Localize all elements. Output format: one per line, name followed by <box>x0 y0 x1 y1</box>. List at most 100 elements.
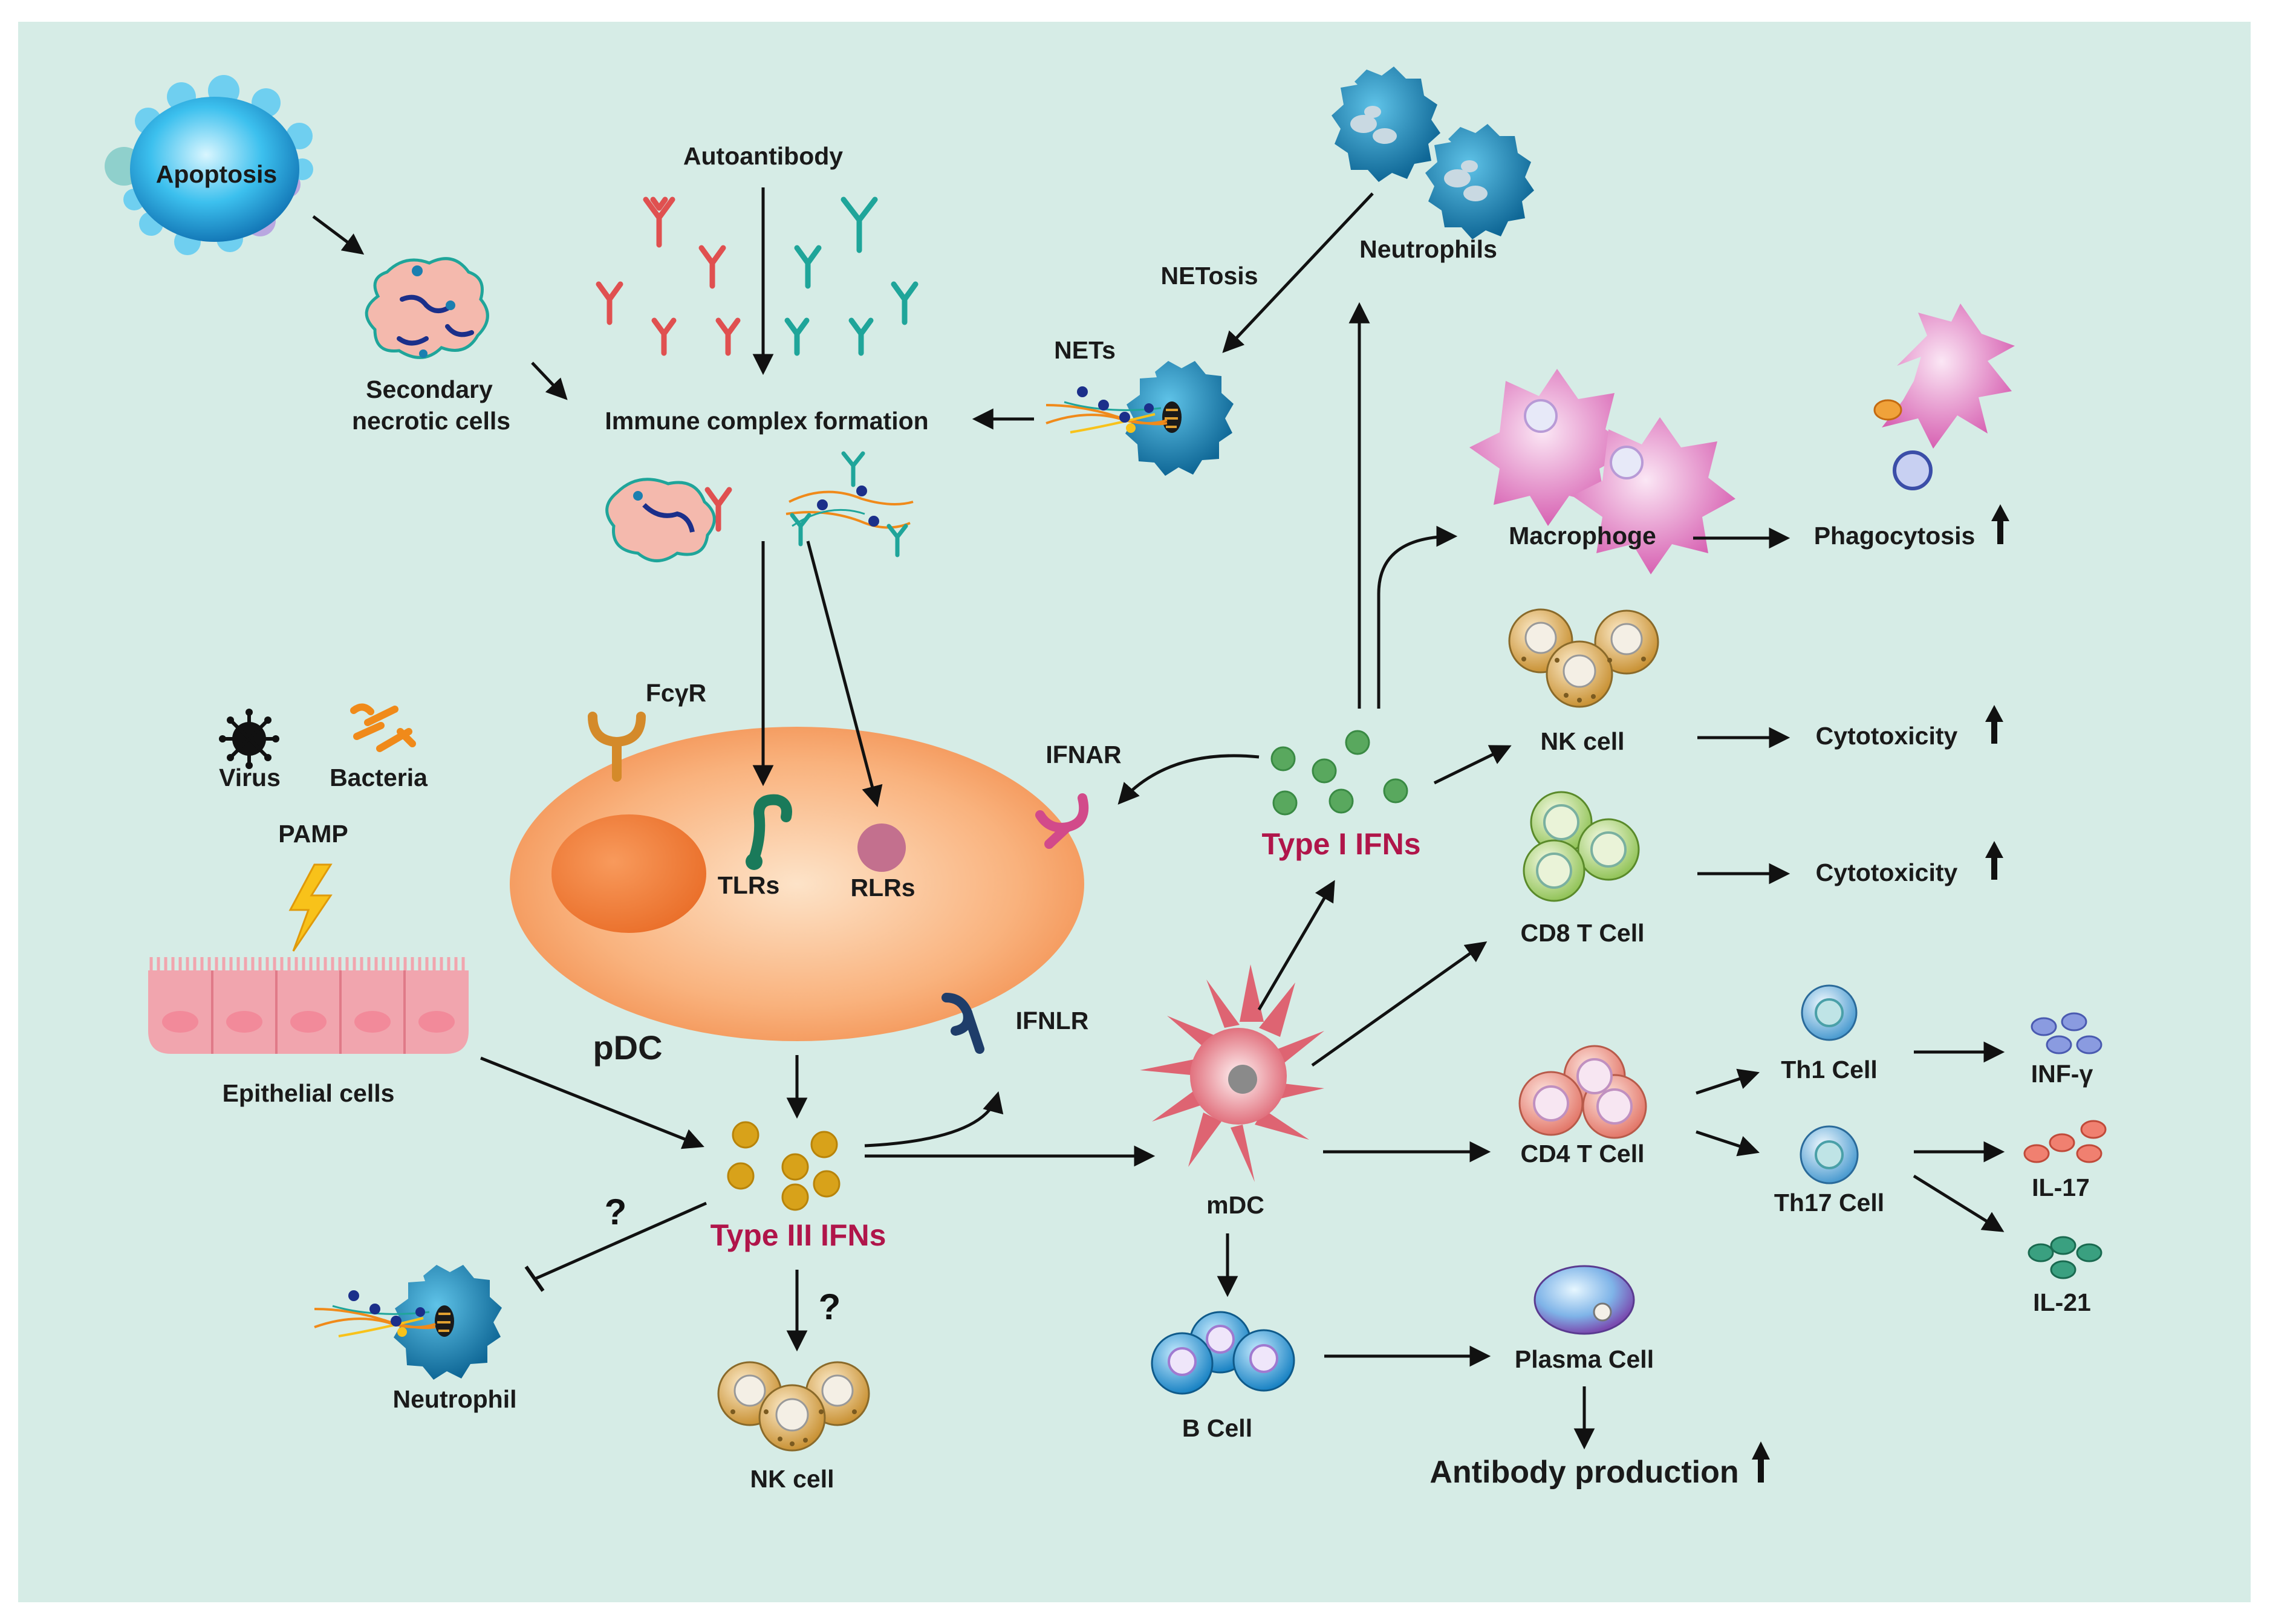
nets-label: NETs <box>1054 336 1116 364</box>
cd8-t-cell-label: CD8 T Cell <box>1520 919 1644 947</box>
autoantibody-teal-icons <box>784 197 919 356</box>
macrophage-icon <box>1469 369 1735 574</box>
tlrs-label: TLRs <box>718 871 780 899</box>
inhibit-type3-neutrophil <box>534 1201 707 1281</box>
virus-icon <box>219 709 279 769</box>
bacteria-label: Bacteria <box>330 764 428 791</box>
il21-label: IL-21 <box>2033 1288 2091 1316</box>
question-mark-2: ? <box>819 1287 841 1327</box>
rlr-receptor-icon <box>857 823 906 872</box>
th1-cell-label: Th1 Cell <box>1781 1056 1877 1083</box>
cd4-t-cell-label: CD4 T Cell <box>1520 1140 1644 1168</box>
lightning-icon <box>288 863 333 952</box>
macrophage-label: Macrophoge <box>1509 522 1656 550</box>
type3-ifn-dots <box>727 1121 841 1211</box>
pamp-label: PAMP <box>278 820 348 848</box>
arrow-cd4-th1 <box>1696 1068 1760 1095</box>
apoptosis-label: Apoptosis <box>156 160 277 188</box>
mdc-cell-icon <box>1140 964 1324 1182</box>
pathway-arrows <box>312 187 2005 1450</box>
arrow-th17-il21 <box>1913 1174 2005 1232</box>
ifnar-receptor-icon <box>1035 793 1089 849</box>
nets-neutrophil-icon <box>1046 361 1234 476</box>
th17-cell-icon <box>1800 1125 1859 1184</box>
neutrophil-bottom-icon <box>314 1265 502 1380</box>
cd4-t-cell-icon <box>1518 1045 1647 1139</box>
autoantibody-label: Autoantibody <box>683 142 843 170</box>
inf-gamma-label: INF-γ <box>2031 1060 2093 1088</box>
secondary-necrotic-label-line2: necrotic cells <box>352 407 510 435</box>
apoptosis-cell-icon <box>105 75 313 255</box>
netosis-label: NETosis <box>1161 262 1258 290</box>
arrow-mdc-cd8 <box>1311 941 1488 1067</box>
background-panel <box>18 22 2251 1602</box>
arrow-apoptosis-necrotic <box>312 215 365 255</box>
neutrophil-label: Neutrophil <box>393 1385 517 1413</box>
rlrs-label: RLRs <box>850 874 915 901</box>
epithelial-cells-label: Epithelial cells <box>223 1079 395 1107</box>
arrow-type1-ifnar <box>1117 754 1260 805</box>
il17-label: IL-17 <box>2032 1174 2090 1201</box>
neutrophils-label: Neutrophils <box>1359 235 1497 263</box>
fcgr-receptor-icon <box>588 712 646 782</box>
type1-ifn-dots <box>1270 730 1408 816</box>
th17-cell-label: Th17 Cell <box>1774 1189 1884 1216</box>
antibody-up-arrowhead <box>1752 1441 1770 1460</box>
cytotoxicity-up-arrowhead-1 <box>1985 705 2003 722</box>
immune-complex-label: Immune complex formation <box>605 407 928 435</box>
neutrophils-icon <box>1332 67 1534 239</box>
cytotoxicity-label-1: Cytotoxicity <box>1816 722 1958 750</box>
nk-cell-bottom-label: NK cell <box>750 1465 834 1493</box>
phagocytosis-label: Phagocytosis <box>1814 522 1976 550</box>
inhibition-bar <box>524 1265 545 1292</box>
immune-complex-nets-icon <box>785 451 914 557</box>
il17-cytokine-icon <box>2023 1120 2107 1163</box>
il21-cytokine-icon <box>2028 1236 2103 1279</box>
plasma-cell-label: Plasma Cell <box>1515 1345 1654 1373</box>
ifnlr-receptor-icon <box>941 993 984 1054</box>
arrow-cd4-th17 <box>1696 1130 1760 1157</box>
arrow-mdc-type1 <box>1257 880 1335 1011</box>
arrow-epithelial-type3 <box>480 1056 704 1149</box>
immune-complex-necrotic-icon <box>605 478 716 562</box>
necrotic-cells-icon <box>365 257 489 359</box>
th1-cell-icon <box>1801 984 1858 1041</box>
type3-ifns-label: Type III IFNs <box>711 1218 886 1252</box>
arrow-necrotic-immune-complex <box>531 362 568 400</box>
arrow-type3-ifnlr <box>864 1091 1004 1148</box>
type1-ifns-label: Type I IFNs <box>1261 827 1420 861</box>
ifnar-label: IFNAR <box>1046 741 1121 768</box>
pdc-nucleus <box>551 814 706 933</box>
arrow-type1-nk-cell <box>1433 745 1512 785</box>
secondary-necrotic-label-line1: Secondary <box>366 375 493 403</box>
bacteria-icon <box>350 703 416 752</box>
arrow-neutrophils-nets <box>1222 192 1374 353</box>
nk-cell-top-label: NK cell <box>1541 727 1625 755</box>
antibody-production-label: Antibody production <box>1429 1455 1738 1490</box>
plasma-cell-icon <box>1533 1265 1635 1335</box>
b-cell-icon <box>1151 1311 1295 1395</box>
arrow-type1-macrophage <box>1377 525 1458 709</box>
nk-cell-top-icon <box>1508 608 1659 708</box>
cytotoxicity-up-arrowhead-2 <box>1985 841 2003 858</box>
ifnlr-label: IFNLR <box>1016 1007 1089 1034</box>
phagocytosis-up-arrowhead <box>1991 504 2009 521</box>
mdc-label: mDC <box>1206 1191 1264 1219</box>
question-mark-1: ? <box>605 1192 627 1232</box>
pdc-label: pDC <box>593 1028 662 1067</box>
b-cell-label: B Cell <box>1182 1414 1252 1442</box>
immune-complex-red-antibody-icon <box>704 487 732 532</box>
cytotoxicity-label-2: Cytotoxicity <box>1816 859 1958 886</box>
arrow-complex-rlrs <box>806 541 883 808</box>
autoantibody-red-icons <box>596 197 741 356</box>
virus-label: Virus <box>219 764 281 791</box>
inf-gamma-cytokine-icon <box>2031 1012 2103 1054</box>
fcgr-label: FcγR <box>646 679 706 707</box>
pdc-cell-body <box>510 727 1084 1041</box>
tlr-base <box>746 853 763 870</box>
phagocytosis-macrophage-icon <box>1873 304 2015 490</box>
epithelial-cells-icon <box>148 957 469 1054</box>
cd8-t-cell-icon <box>1523 791 1640 902</box>
